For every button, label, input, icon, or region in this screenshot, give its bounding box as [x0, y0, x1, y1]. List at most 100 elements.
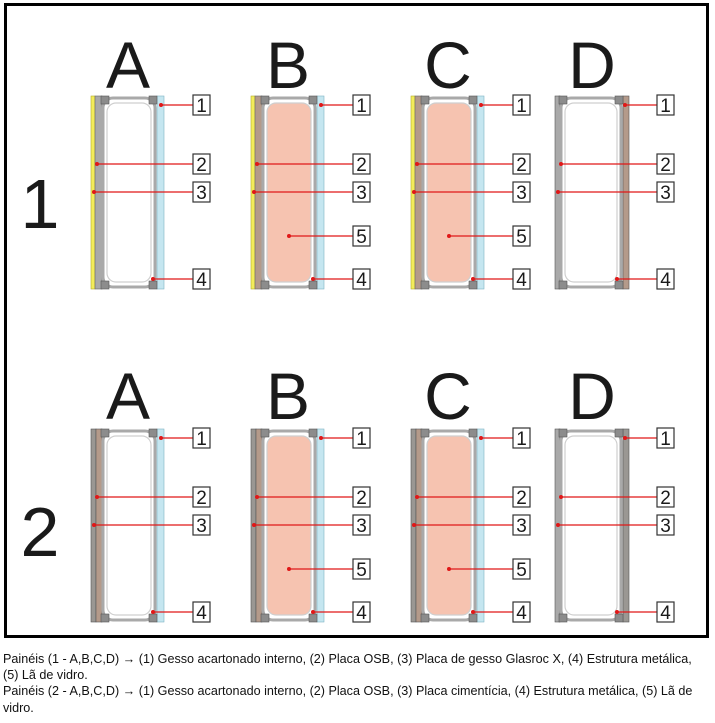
panel-2a-callout-label-1: 1: [196, 429, 207, 450]
panel-1d-callout-box-2: [656, 153, 675, 175]
panel-1c-frame-flange: [420, 280, 430, 290]
panel-1b-callout-label-1: 1: [356, 96, 367, 117]
panel-1d-frame-flange: [614, 280, 624, 290]
panel-2d-frame-flange: [614, 428, 624, 438]
panel-2a-leader-dot-4: [151, 610, 155, 614]
panel-2c-frame-flange: [420, 428, 430, 438]
panel-2a-callout-box-1: [192, 427, 211, 449]
panel-1c-callout-label-3: 3: [516, 183, 527, 204]
panel-1b-callout-box-3: [352, 181, 371, 203]
panel-2b-callout-label-1: 1: [356, 429, 367, 450]
panel-1a-frame-flange: [100, 95, 110, 105]
panel-2c-callout-label-4: 4: [516, 603, 527, 624]
column-letter-b: B: [266, 359, 310, 433]
panel-2c-callout-label-5: 5: [516, 560, 527, 581]
panel-1d-callout-label-2: 2: [660, 155, 671, 176]
panel-1b-callout-box-5: [352, 225, 371, 247]
panel-2d-leader-dot-3: [556, 523, 560, 527]
panel-2a-callout-box-3: [192, 514, 211, 536]
panel-1d-callout-box-4: [656, 268, 675, 290]
column-letter-a: A: [106, 28, 150, 102]
panel-1c-callout-label-2: 2: [516, 155, 527, 176]
panel-1a-frame-flange: [148, 95, 158, 105]
panel-2a-callout-box-4: [192, 601, 211, 623]
panel-1b-callout-label-3: 3: [356, 183, 367, 204]
panel-2b-callout-label-5: 5: [356, 560, 367, 581]
panel-1c-callout-label-5: 5: [516, 227, 527, 248]
panel-2a-frame-flange: [148, 428, 158, 438]
panel-2b-callout-label-2: 2: [356, 488, 367, 509]
panel-1c-leader-dot-5: [447, 234, 451, 238]
panel-1b-callout-label-5: 5: [356, 227, 367, 248]
panel-2a-leader-dot-2: [95, 495, 99, 499]
panel-2a-callout-label-2: 2: [196, 488, 207, 509]
panel-1b-leader-dot-3: [252, 190, 256, 194]
panel-2c-callout-label-3: 3: [516, 516, 527, 537]
panel-1b-frame-flange: [308, 280, 318, 290]
panel-1c-leader-dot-4: [471, 277, 475, 281]
row-number-2: 2: [21, 493, 60, 571]
panel-1b-callout-box-4: [352, 268, 371, 290]
panel-2b-frame-flange: [260, 428, 270, 438]
panel-2c-leader-dot-3: [412, 523, 416, 527]
panel-2b-frame-flange: [308, 428, 318, 438]
panel-1d-leader-dot-3: [556, 190, 560, 194]
panel-1c-frame-flange: [468, 95, 478, 105]
panel-1a-callout-box-2: [192, 153, 211, 175]
panel-1a-leader-dot-1: [159, 103, 163, 107]
panel-1d-callout-box-1: [656, 94, 675, 116]
panel-1a-callout-box-1: [192, 94, 211, 116]
panel-1d-callout-box-3: [656, 181, 675, 203]
panel-2d-leader-dot-4: [615, 610, 619, 614]
panel-1b-callout-box-2: [352, 153, 371, 175]
panel-1a-frame-flange: [100, 280, 110, 290]
panel-1b-callout-label-2: 2: [356, 155, 367, 176]
panel-2d-callout-box-4: [656, 601, 675, 623]
panel-1b-leader-dot-5: [287, 234, 291, 238]
panel-1d-leader-dot-1: [623, 103, 627, 107]
panel-1a-callout-box-3: [192, 181, 211, 203]
panel-1a-leader-dot-2: [95, 162, 99, 166]
panel-2d-callout-box-3: [656, 514, 675, 536]
panel-2b-callout-label-3: 3: [356, 516, 367, 537]
panel-2c-leader-dot-5: [447, 567, 451, 571]
panel-2a-callout-label-4: 4: [196, 603, 207, 624]
panel-2c-callout-label-1: 1: [516, 429, 527, 450]
panel-2b-leader-dot-2: [255, 495, 259, 499]
panel-2b-leader-dot-1: [319, 436, 323, 440]
column-letter-c: C: [424, 28, 472, 102]
panel-2a-frame-flange: [100, 613, 110, 623]
panel-2b-frame-flange: [308, 613, 318, 623]
panel-1d-leader-dot-4: [615, 277, 619, 281]
panel-1b-frame-flange: [260, 95, 270, 105]
panel-1c-callout-box-5: [512, 225, 531, 247]
caption-line-2: Painéis (2 - A,B,C,D) → (1) Gesso acarto…: [3, 684, 693, 715]
panel-1c-callout-box-2: [512, 153, 531, 175]
panel-1c-callout-label-1: 1: [516, 96, 527, 117]
panel-2d-leader-dot-1: [623, 436, 627, 440]
panel-2d-callout-label-3: 3: [660, 516, 671, 537]
panel-1b-callout-label-4: 4: [356, 270, 367, 291]
panel-2d-callout-label-1: 1: [660, 429, 671, 450]
panel-2a-callout-label-3: 3: [196, 516, 207, 537]
panel-2c-frame-flange: [468, 428, 478, 438]
panel-2c-callout-box-4: [512, 601, 531, 623]
panel-2b-callout-box-3: [352, 514, 371, 536]
panel-2c-frame-flange: [420, 613, 430, 623]
panel-1c-leader-dot-3: [412, 190, 416, 194]
panel-1b-leader-dot-4: [311, 277, 315, 281]
panel-1c-callout-box-1: [512, 94, 531, 116]
panel-2c-frame-flange: [468, 613, 478, 623]
panel-2c-callout-box-1: [512, 427, 531, 449]
panel-1d-frame-flange: [614, 95, 624, 105]
row-number-1: 1: [21, 165, 60, 243]
panel-2d-leader-dot-2: [559, 495, 563, 499]
column-letter-d: D: [568, 359, 616, 433]
panel-2c-callout-box-5: [512, 558, 531, 580]
panel-2b-leader-dot-5: [287, 567, 291, 571]
panel-1d-frame-flange: [558, 280, 568, 290]
panel-2b-frame-flange: [260, 613, 270, 623]
panel-1a-callout-label-4: 4: [196, 270, 207, 291]
